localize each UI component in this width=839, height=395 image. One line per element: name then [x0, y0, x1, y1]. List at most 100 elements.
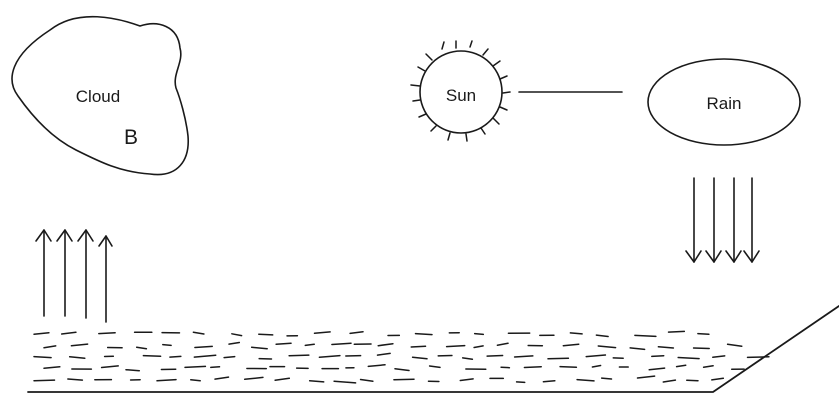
water-dash — [487, 356, 503, 357]
water-dash — [524, 367, 541, 368]
up-arrow — [57, 230, 72, 316]
water-dash — [44, 367, 60, 369]
water-dash — [460, 379, 473, 381]
water-dash — [748, 357, 769, 358]
water-dash — [596, 335, 608, 336]
up-arrow — [99, 236, 112, 322]
up-arrow — [78, 230, 93, 318]
water-dash — [70, 357, 85, 359]
water-dash — [474, 346, 483, 348]
water-dash — [245, 377, 263, 379]
water-dash — [229, 343, 239, 345]
water-dash — [515, 356, 533, 357]
water-dash — [713, 356, 725, 357]
water-dash — [517, 382, 525, 383]
rain: Rain — [648, 59, 800, 145]
water-dash — [698, 334, 709, 335]
water-dash — [224, 357, 235, 358]
down-arrow — [726, 178, 741, 262]
water-dash — [548, 358, 568, 359]
water-dash — [368, 365, 385, 367]
water-dash — [592, 366, 600, 368]
cloud-label: Cloud — [76, 87, 120, 106]
water-dash — [68, 379, 83, 380]
water-dash — [586, 355, 605, 357]
water-dash — [170, 356, 181, 357]
water-dash — [658, 347, 673, 348]
sun-label: Sun — [446, 86, 476, 105]
water-dash — [232, 334, 242, 336]
water-dash — [276, 343, 291, 344]
water-dash — [638, 376, 655, 378]
water-dash — [361, 380, 373, 382]
water-dash — [430, 366, 440, 367]
water-dash — [411, 346, 425, 347]
water-dash — [102, 366, 119, 368]
water-dash — [630, 348, 644, 350]
sun: Sun — [411, 41, 510, 141]
water-dash — [305, 344, 314, 345]
water-dash — [577, 380, 594, 381]
water-dash — [44, 346, 56, 348]
water-dash — [598, 346, 615, 348]
water-dash — [71, 344, 87, 346]
water-dash — [416, 334, 433, 335]
down-arrow — [744, 178, 759, 262]
water-dash — [669, 331, 685, 332]
water-dash — [501, 367, 509, 368]
water-dash — [193, 332, 204, 334]
water-dashes — [34, 331, 769, 383]
water-dash — [413, 357, 427, 359]
water-dash — [163, 345, 171, 346]
water-dash — [395, 369, 409, 371]
water-dash — [185, 366, 205, 367]
water-dash — [678, 358, 699, 359]
water-dash — [652, 356, 664, 357]
water-dash — [463, 358, 473, 359]
water-dash — [289, 355, 309, 356]
water-dash — [447, 346, 465, 347]
water-dash — [649, 368, 664, 370]
rain-label: Rain — [707, 94, 742, 113]
water-dash — [475, 334, 484, 335]
water-dash — [191, 380, 200, 381]
water-dash — [677, 365, 686, 366]
water-dash — [663, 380, 675, 382]
cloud-marker-label: B — [124, 126, 138, 149]
water-dash — [194, 355, 215, 357]
water-dash — [497, 343, 508, 345]
water-dash — [378, 344, 393, 346]
water-dash — [215, 377, 229, 379]
water-dash — [34, 357, 51, 358]
precipitation-arrows — [686, 178, 759, 262]
water-dash — [728, 344, 742, 346]
water-dash — [259, 334, 273, 335]
water-dash — [315, 332, 331, 333]
up-arrow — [36, 230, 51, 316]
water-dash — [310, 381, 324, 382]
water-dash — [126, 370, 139, 371]
water-dash — [694, 348, 710, 349]
water-dash — [275, 378, 289, 380]
cloud: Cloud B — [12, 17, 188, 175]
water-dash — [319, 356, 340, 358]
water-dash — [195, 346, 212, 347]
water-dash — [332, 343, 351, 344]
water-dash — [99, 333, 115, 334]
water-dash — [543, 381, 554, 382]
water-dash — [602, 378, 612, 379]
evaporation-arrows — [36, 230, 112, 322]
water-dash — [712, 378, 724, 380]
water-dash — [334, 381, 356, 383]
water-dash — [350, 332, 363, 334]
water-dash — [211, 367, 220, 368]
water-dash — [635, 335, 656, 336]
water-dash — [62, 332, 76, 334]
water-body — [28, 306, 839, 392]
water-dash — [570, 333, 582, 334]
water-dash — [704, 366, 714, 368]
water-dash — [252, 347, 268, 348]
water-dash — [34, 380, 55, 381]
water-dash — [378, 353, 391, 355]
water-dash — [143, 356, 160, 357]
